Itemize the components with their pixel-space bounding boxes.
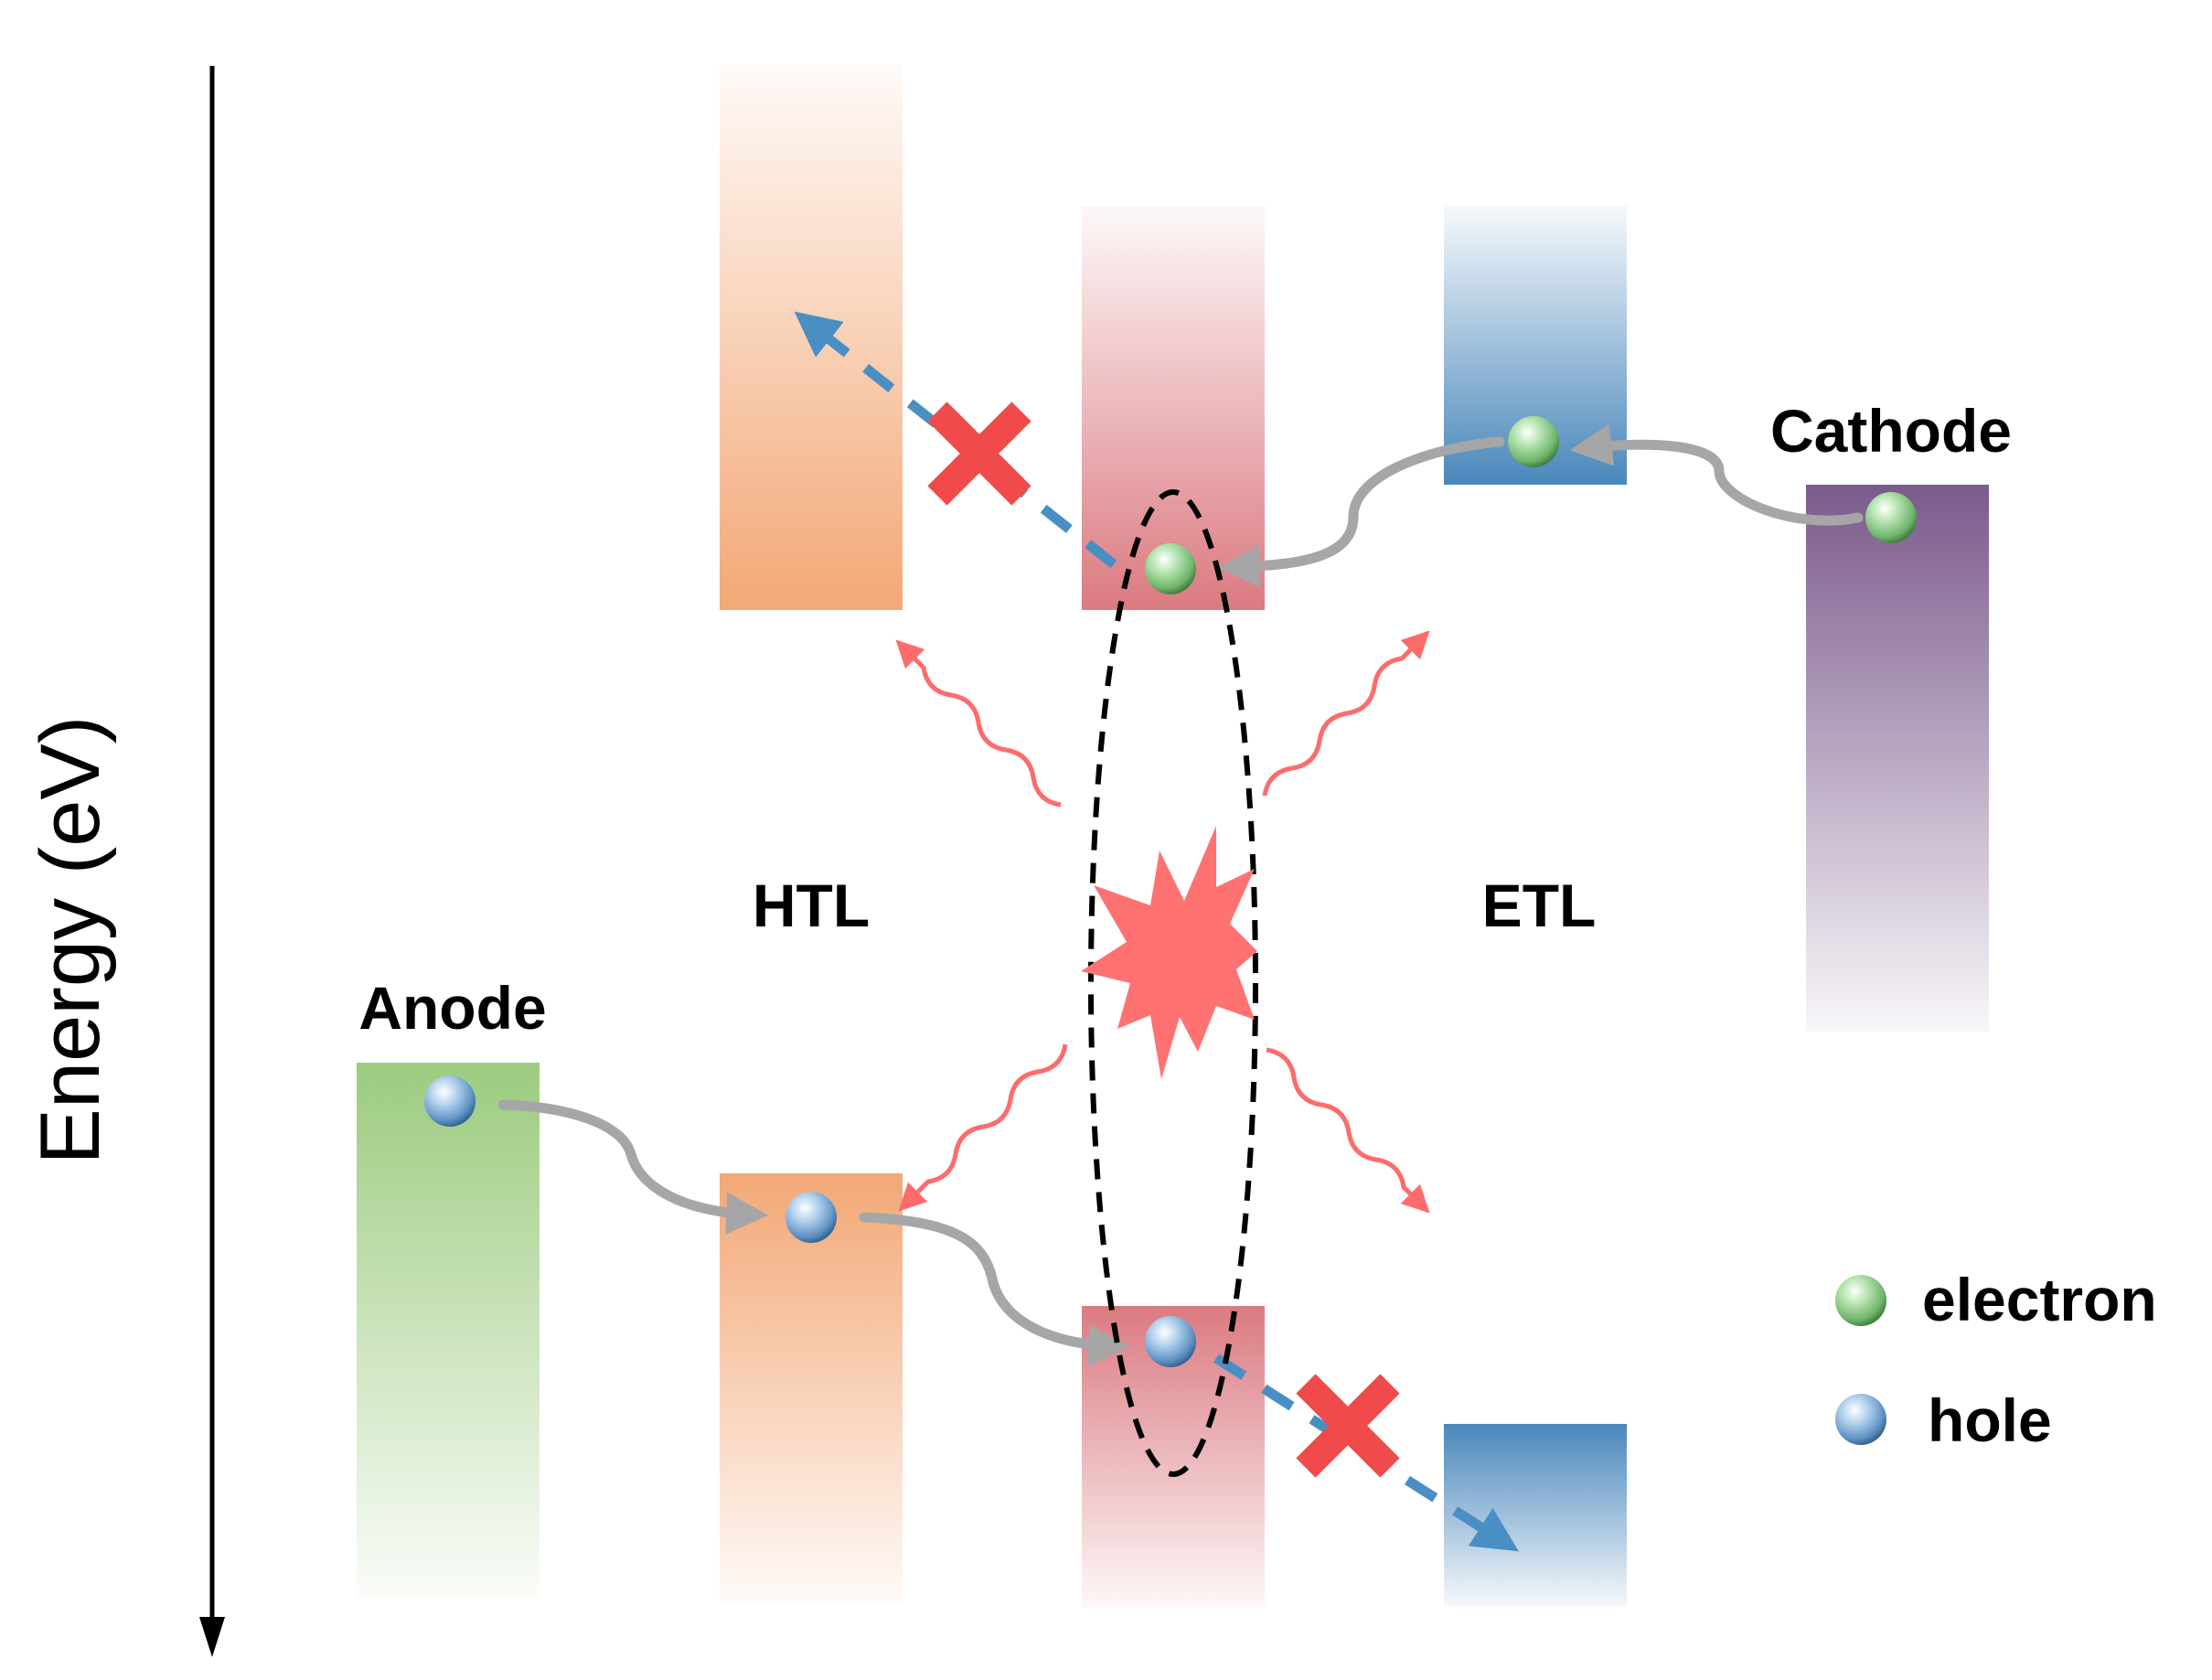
photon-emission-arrows <box>895 630 1430 1214</box>
electron-particle-eml <box>1145 543 1196 594</box>
hole-particle-htl <box>785 1192 837 1243</box>
anode-label: Anode <box>358 974 546 1042</box>
photon-arrow-lower-left <box>898 1043 1068 1212</box>
htl-label: HTL <box>753 872 870 939</box>
hole-particle-eml <box>1145 1316 1196 1367</box>
eml-lumo-level <box>1082 206 1265 610</box>
blocked-cross-icon <box>927 401 1031 506</box>
energy-axis-label: Energy (eV) <box>24 716 117 1165</box>
hole-transfer-arrow-anode-htl <box>497 1099 769 1235</box>
photon-arrow-upper-right <box>1262 630 1430 797</box>
charge-transfer-arrows <box>497 423 1864 1367</box>
legend-electron-label: electron <box>1922 1266 2157 1333</box>
legend-hole-label: hole <box>1928 1386 2052 1454</box>
legend-hole-icon <box>1835 1394 1886 1445</box>
energy-axis <box>199 66 225 1657</box>
photon-arrow-upper-left <box>895 639 1062 808</box>
blocked-cross-icon <box>1296 1374 1400 1478</box>
htl-homo-level <box>720 1173 903 1603</box>
emission-burst-icon <box>1081 826 1257 1079</box>
photon-arrow-lower-right <box>1266 1047 1430 1214</box>
hole-transfer-arrow-htl-eml <box>859 1212 1131 1367</box>
legend-electron-icon <box>1835 1275 1886 1326</box>
electron-transfer-arrow-cathode-etl <box>1569 423 1864 526</box>
legend: electron hole <box>1835 1266 2157 1454</box>
electron-particle-cathode <box>1865 492 1917 543</box>
anode-level <box>357 1063 540 1598</box>
electron-transfer-arrow-etl-eml <box>1217 436 1505 588</box>
etl-label: ETL <box>1482 872 1597 939</box>
hole-particle-anode <box>424 1075 476 1127</box>
recombination-zone <box>1088 489 1258 1477</box>
electron-particle-etl <box>1508 416 1559 467</box>
htl-lumo-level <box>720 64 903 610</box>
cathode-label: Cathode <box>1770 397 2012 465</box>
cathode-level <box>1806 485 1989 1032</box>
